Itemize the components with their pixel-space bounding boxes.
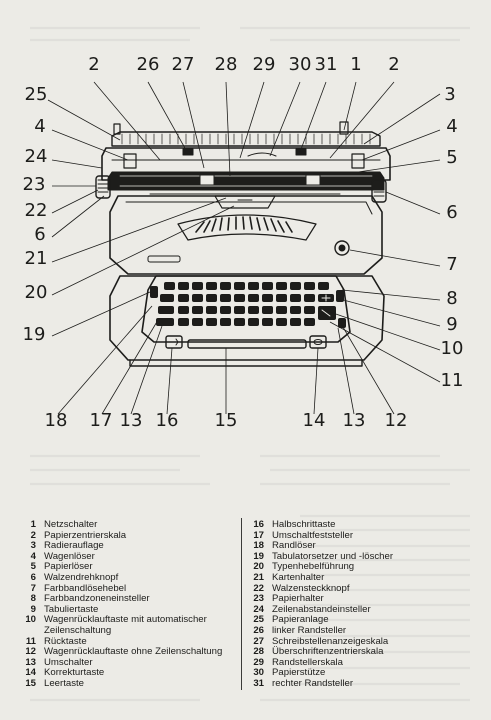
callout-number: 2 — [388, 54, 399, 75]
callout-number: 1 — [350, 54, 361, 75]
callout-number: 21 — [25, 248, 48, 269]
housing — [109, 195, 383, 275]
callout-number: 30 — [289, 54, 312, 75]
ribbon-release-knob — [334, 240, 350, 256]
callout-number: 25 — [25, 84, 48, 105]
callout-number: 12 — [385, 410, 408, 431]
carriage-release-left — [123, 153, 137, 169]
callout-number: 6 — [34, 224, 45, 245]
callout-number: 17 — [90, 410, 113, 431]
callout-number: 13 — [343, 410, 366, 431]
callout-number: 20 — [25, 282, 48, 303]
leader-lines — [47, 81, 441, 415]
callout-number: 15 — [215, 410, 238, 431]
callout-number: 2 — [88, 54, 99, 75]
callout-number: 5 — [446, 147, 457, 168]
callout-number: 19 — [23, 324, 46, 345]
callout-number: 4 — [446, 116, 457, 137]
platen-knob-right — [371, 179, 387, 203]
callout-number: 14 — [303, 410, 326, 431]
callout-number: 28 — [215, 54, 238, 75]
type-basket — [177, 214, 317, 241]
callout-number: 23 — [23, 174, 46, 195]
callout-number: 11 — [441, 370, 464, 391]
platen — [107, 171, 385, 191]
callout-number: 27 — [172, 54, 195, 75]
callout-number: 29 — [253, 54, 276, 75]
keyboard-frame — [141, 275, 351, 343]
callout-number: 3 — [444, 84, 455, 105]
callout-number: 4 — [34, 116, 45, 137]
callout-number: 13 — [120, 410, 143, 431]
callout-number: 16 — [156, 410, 179, 431]
callout-number: 8 — [446, 288, 457, 309]
callout-number: 26 — [137, 54, 160, 75]
callout-number: 10 — [441, 338, 464, 359]
callout-number: 24 — [25, 146, 48, 167]
callout-number: 31 — [315, 54, 338, 75]
callout-number: 22 — [25, 200, 48, 221]
keyboard-keys — [150, 282, 346, 328]
callout-number: 7 — [446, 254, 457, 275]
carriage — [101, 147, 391, 181]
typewriter-drawing — [95, 121, 391, 367]
half-space-key — [165, 335, 183, 349]
carriage-release-right — [351, 153, 365, 169]
space-bar — [187, 339, 307, 349]
platen-knob-left — [95, 175, 111, 199]
bleed-through-text — [30, 26, 470, 702]
callout-number: 6 — [446, 202, 457, 223]
callout-number: 18 — [45, 410, 68, 431]
callout-number: 9 — [446, 314, 457, 335]
